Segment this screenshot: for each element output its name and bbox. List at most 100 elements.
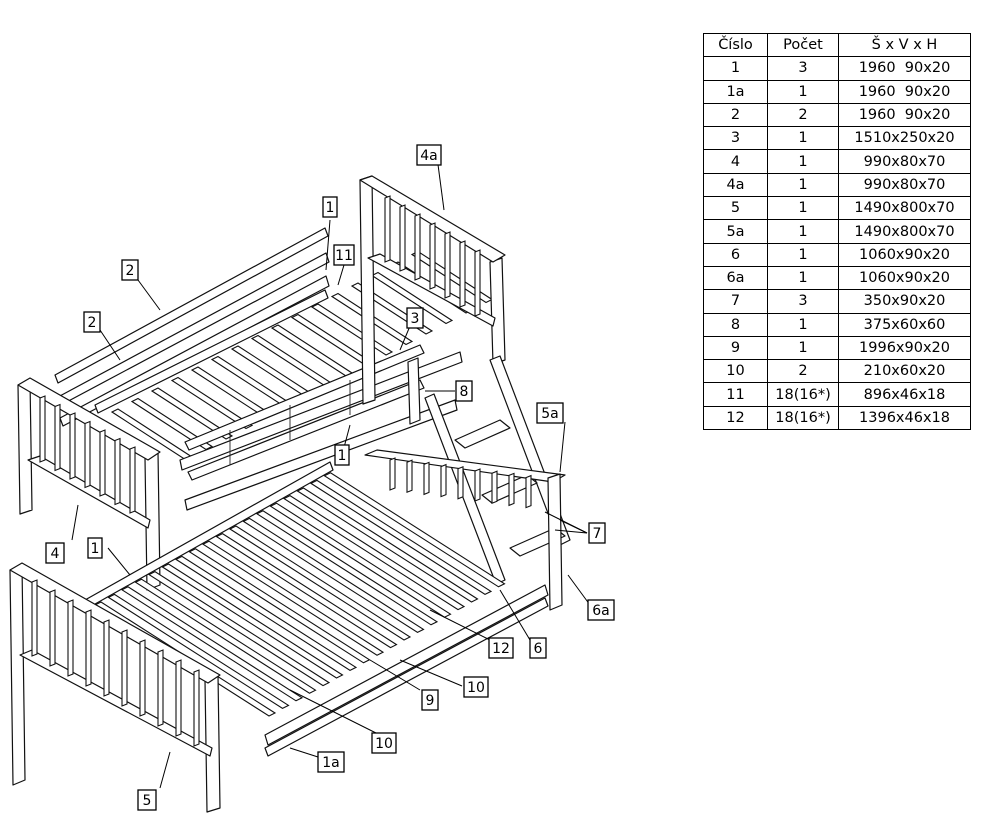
headboard-4a bbox=[359, 175, 506, 405]
cell-pocet: 2 bbox=[767, 359, 839, 384]
part-label-text: 5 bbox=[143, 793, 152, 809]
cell-cislo: 4a bbox=[703, 172, 768, 198]
part-label: 5 bbox=[137, 789, 157, 811]
cell-cislo: 12 bbox=[703, 405, 768, 431]
cell-rozmery: 896x46x18 bbox=[838, 382, 971, 407]
part-label-text: 12 bbox=[492, 641, 510, 657]
cell-pocet: 1 bbox=[767, 172, 839, 198]
cell-rozmery: 1960 90x20 bbox=[838, 56, 971, 81]
cell-rozmery: 1960 90x20 bbox=[838, 79, 971, 104]
part-label-text: 5a bbox=[541, 406, 559, 422]
lower-side-rails bbox=[84, 461, 549, 757]
header-cislo: Číslo bbox=[703, 32, 768, 58]
cell-pocet: 18(16*) bbox=[767, 405, 839, 431]
cell-cislo: 11 bbox=[703, 382, 768, 407]
cell-cislo: 8 bbox=[703, 312, 768, 337]
part-label: 2 bbox=[83, 311, 101, 333]
part-label-text: 4a bbox=[420, 148, 438, 164]
lower-slats bbox=[93, 472, 506, 717]
footboard-5 bbox=[9, 562, 221, 813]
cell-cislo: 1 bbox=[703, 56, 768, 81]
part-label: 1 bbox=[87, 537, 103, 559]
cell-pocet: 3 bbox=[767, 289, 839, 314]
part-label: 4a bbox=[416, 144, 442, 166]
part-label-text: 8 bbox=[460, 384, 469, 400]
part-label-text: 11 bbox=[335, 248, 353, 264]
cell-pocet: 1 bbox=[767, 312, 839, 337]
part-label-text: 1 bbox=[338, 448, 347, 464]
cell-rozmery: 1060x90x20 bbox=[838, 265, 971, 291]
upper-side-rails bbox=[94, 289, 463, 511]
cell-pocet: 2 bbox=[767, 102, 839, 128]
part-label-text: 9 bbox=[426, 693, 435, 709]
cell-rozmery: 1396x46x18 bbox=[838, 405, 971, 431]
part-label: 1 bbox=[334, 444, 350, 466]
part-label: 1 bbox=[322, 196, 338, 218]
cell-cislo: 5a bbox=[703, 219, 768, 244]
cell-cislo: 1a bbox=[703, 79, 768, 104]
part-label-text: 1 bbox=[326, 200, 335, 216]
part-label-text: 2 bbox=[88, 315, 97, 331]
cell-cislo: 6 bbox=[703, 242, 768, 267]
part-label-text: 7 bbox=[593, 526, 602, 542]
part-label-text: 3 bbox=[411, 311, 420, 327]
cell-cislo: 2 bbox=[703, 102, 768, 128]
cell-rozmery: 1510x250x20 bbox=[838, 126, 971, 151]
part-label-text: 6a bbox=[592, 603, 610, 619]
cell-pocet: 18(16*) bbox=[767, 382, 839, 407]
part-label: 1a bbox=[317, 751, 345, 773]
cell-cislo: 7 bbox=[703, 289, 768, 314]
cell-rozmery: 990x80x70 bbox=[838, 172, 971, 198]
part-label: 11 bbox=[333, 244, 355, 266]
post-8 bbox=[407, 357, 421, 425]
cell-pocet: 3 bbox=[767, 56, 839, 81]
cell-cislo: 6a bbox=[703, 265, 768, 291]
part-label: 5a bbox=[536, 402, 564, 424]
part-label-text: 10 bbox=[467, 680, 485, 696]
part-label: 7 bbox=[588, 522, 606, 544]
part-label: 6 bbox=[529, 637, 547, 659]
cell-rozmery: 1490x800x70 bbox=[838, 219, 971, 244]
table-header-row: Číslo Počet Š x V x H bbox=[703, 32, 971, 58]
part-label: 2 bbox=[121, 259, 139, 281]
header-rozmery: Š x V x H bbox=[838, 32, 971, 58]
cell-pocet: 1 bbox=[767, 242, 839, 267]
cell-rozmery: 375x60x60 bbox=[838, 312, 971, 337]
part-label: 9 bbox=[421, 689, 439, 711]
cell-pocet: 1 bbox=[767, 265, 839, 291]
cell-rozmery: 210x60x20 bbox=[838, 359, 971, 384]
part-label: 6a bbox=[587, 599, 615, 621]
header-pocet: Počet bbox=[767, 32, 839, 58]
cell-cislo: 9 bbox=[703, 335, 768, 361]
cell-rozmery: 1960 90x20 bbox=[838, 102, 971, 128]
cell-pocet: 1 bbox=[767, 219, 839, 244]
part-label-text: 1a bbox=[322, 755, 340, 771]
part-label: 3 bbox=[406, 307, 424, 329]
cell-cislo: 4 bbox=[703, 149, 768, 174]
part-label-text: 10 bbox=[375, 736, 393, 752]
cell-cislo: 5 bbox=[703, 196, 768, 221]
part-label-text: 6 bbox=[534, 641, 543, 657]
cell-pocet: 1 bbox=[767, 196, 839, 221]
cell-pocet: 1 bbox=[767, 335, 839, 361]
cell-pocet: 1 bbox=[767, 149, 839, 174]
part-label: 10 bbox=[371, 732, 397, 754]
cell-rozmery: 350x90x20 bbox=[838, 289, 971, 314]
cell-rozmery: 1996x90x20 bbox=[838, 335, 971, 361]
